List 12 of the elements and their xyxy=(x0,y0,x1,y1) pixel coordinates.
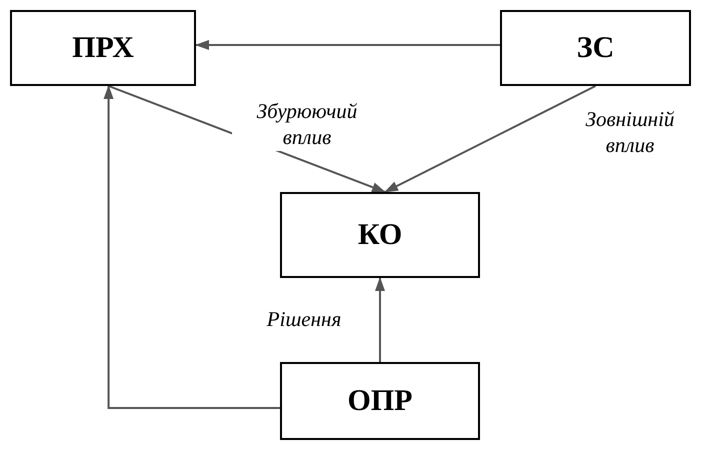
arrow xyxy=(375,277,385,362)
process-box xyxy=(10,10,196,86)
process-box xyxy=(280,192,480,278)
arrow xyxy=(384,85,596,193)
process-box xyxy=(280,362,480,440)
process-box xyxy=(500,10,691,86)
arrow xyxy=(195,40,500,50)
node-label: ПРХ xyxy=(72,31,134,65)
node-label: ЗС xyxy=(576,31,614,65)
arrow xyxy=(104,85,280,410)
node-label: КО xyxy=(358,218,402,252)
node-label: ОПР xyxy=(348,384,412,418)
